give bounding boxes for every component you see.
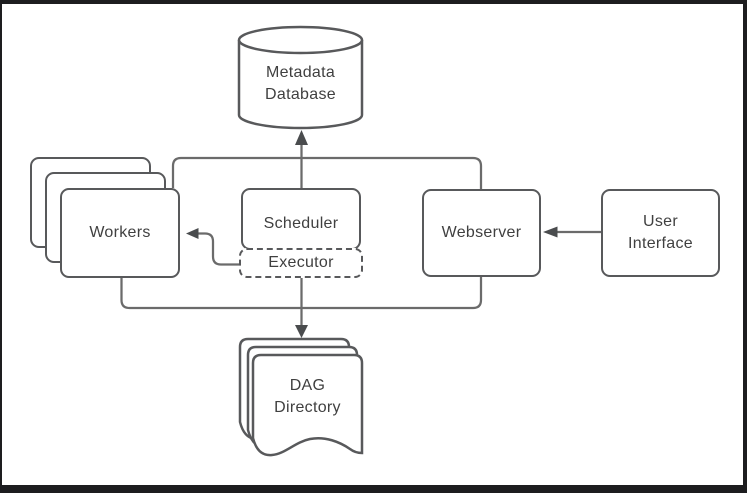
arrowhead-left-webserver-icon [543, 226, 558, 238]
node-user-interface: User Interface [601, 189, 720, 277]
webserver-label: Webserver [441, 224, 522, 242]
arrowhead-up-db-icon [295, 130, 308, 145]
node-scheduler: Scheduler [241, 188, 361, 250]
arrowhead-down-dag-icon [295, 325, 308, 338]
diagram-canvas: Workers Scheduler Executor Webserver Use… [2, 4, 743, 485]
workers-label: Workers [89, 224, 151, 242]
metadata-database-label: Metadata Database [265, 64, 336, 103]
edge-executor-to-workers [198, 232, 239, 266]
node-workers: Workers [60, 188, 180, 278]
executor-label: Executor [268, 254, 334, 272]
scheduler-label: Scheduler [263, 215, 339, 233]
node-dag-directory: DAG Directory [253, 355, 362, 439]
node-executor: Executor [239, 248, 363, 278]
edge-workers-webserver-to-dag-bus [120, 277, 483, 310]
dag-directory-label: DAG Directory [274, 377, 341, 416]
user-interface-label: User Interface [628, 213, 693, 252]
node-metadata-database: Metadata Database [239, 40, 362, 128]
node-webserver: Webserver [422, 189, 541, 277]
arrowhead-left-workers-icon [186, 228, 199, 239]
edge-workers-webserver-to-db-bus [171, 156, 483, 189]
